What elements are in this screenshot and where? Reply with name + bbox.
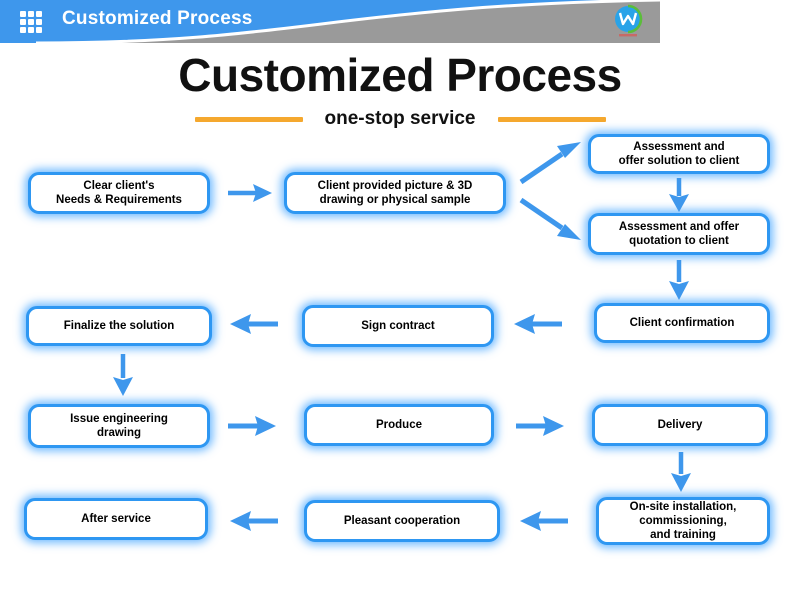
arrow-onsite-installation-to-pleasant-cooperation <box>520 511 568 531</box>
arrow-pleasant-cooperation-to-after-service <box>230 511 278 531</box>
flow-node-pleasant-cooperation[interactable]: Pleasant cooperation <box>304 500 500 542</box>
arrow-issue-drawing-to-produce <box>228 416 276 436</box>
arrow-delivery-to-onsite-installation <box>671 452 691 492</box>
flow-node-produce[interactable]: Produce <box>304 404 494 446</box>
company-logo-icon <box>615 4 643 37</box>
flow-node-client-confirmation[interactable]: Client confirmation <box>594 303 770 343</box>
arrow-produce-to-delivery <box>516 416 564 436</box>
flow-node-assessment-solution[interactable]: Assessment and offer solution to client <box>588 134 770 174</box>
page-title: Customized Process <box>178 49 622 101</box>
subtitle-rule-left <box>194 116 303 122</box>
arrow-clear-needs-to-client-provided <box>228 184 272 202</box>
flow-node-issue-drawing[interactable]: Issue engineering drawing <box>28 404 210 448</box>
flow-node-clear-needs[interactable]: Clear client's Needs & Requirements <box>28 172 210 214</box>
flow-node-assessment-quotation[interactable]: Assessment and offer quotation to client <box>588 213 770 255</box>
flow-node-delivery[interactable]: Delivery <box>592 404 768 446</box>
header-title: Customized Process <box>62 8 253 29</box>
flow-node-sign-contract[interactable]: Sign contract <box>302 305 494 347</box>
subtitle-rule-right <box>497 116 606 122</box>
arrow-client-provided-to-assessment-quotation <box>519 197 581 240</box>
app-header-bar: Customized Process <box>0 0 660 43</box>
arrow-assessment-solution-to-assessment-quotation <box>669 178 689 212</box>
arrow-sign-contract-to-finalize-solution <box>230 314 278 334</box>
flow-node-onsite-installation[interactable]: On-site installation, commissioning, and… <box>596 497 770 545</box>
arrow-assessment-quotation-to-client-confirmation <box>669 260 689 300</box>
arrow-client-provided-to-assessment-solution <box>519 142 581 185</box>
flow-node-after-service[interactable]: After service <box>24 498 208 540</box>
subtitle-row: one-stop service <box>0 108 800 130</box>
arrow-client-confirmation-to-sign-contract <box>514 314 562 334</box>
flow-node-client-provided[interactable]: Client provided picture & 3D drawing or … <box>284 172 506 214</box>
page-subtitle: one-stop service <box>324 108 476 129</box>
grid-menu-icon[interactable] <box>20 11 42 33</box>
flow-node-finalize-solution[interactable]: Finalize the solution <box>26 306 212 346</box>
arrow-finalize-solution-to-issue-drawing <box>113 354 133 396</box>
